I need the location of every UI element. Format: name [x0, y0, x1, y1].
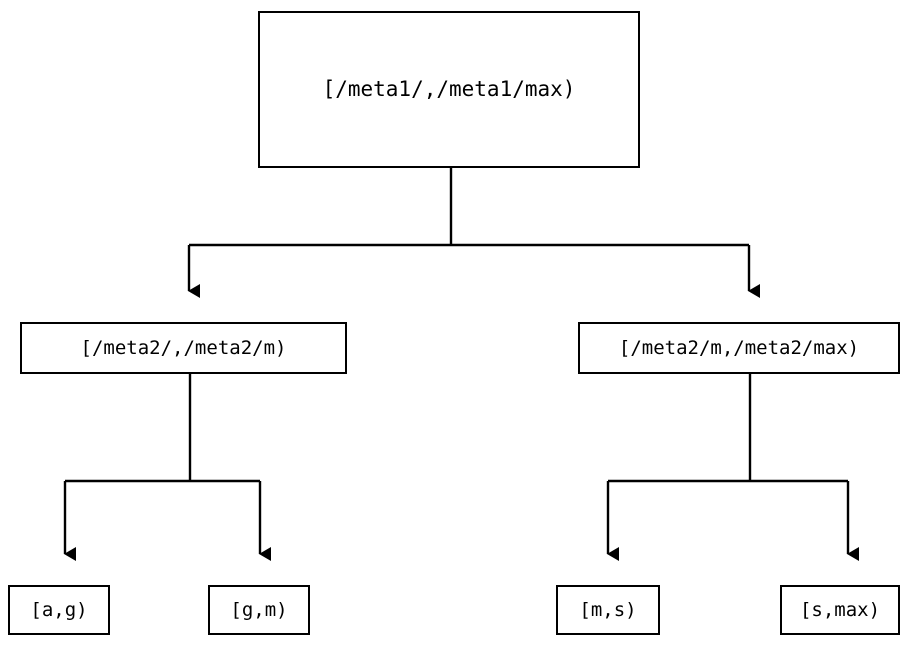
tree-node-leaf-s-max-label: [s,max): [799, 598, 881, 621]
tree-node-leaf-m-s-label: [m,s): [579, 598, 637, 621]
tree-node-leaf-s-max[interactable]: [s,max): [780, 585, 900, 635]
tree-node-mid-right-label: [/meta2/m,/meta2/max): [618, 336, 860, 359]
tree-node-root[interactable]: [/meta1/,/meta1/max): [258, 11, 640, 168]
tree-node-leaf-m-s[interactable]: [m,s): [556, 585, 660, 635]
tree-node-leaf-a-g-label: [a,g): [30, 598, 88, 621]
tree-node-root-label: [/meta1/,/meta1/max): [322, 77, 576, 101]
tree-node-mid-left[interactable]: [/meta2/,/meta2/m): [20, 322, 347, 374]
tree-node-leaf-g-m[interactable]: [g,m): [208, 585, 310, 635]
tree-node-leaf-a-g[interactable]: [a,g): [8, 585, 110, 635]
tree-node-mid-right[interactable]: [/meta2/m,/meta2/max): [578, 322, 900, 374]
tree-node-mid-left-label: [/meta2/,/meta2/m): [80, 336, 287, 359]
tree-node-leaf-g-m-label: [g,m): [230, 598, 288, 621]
